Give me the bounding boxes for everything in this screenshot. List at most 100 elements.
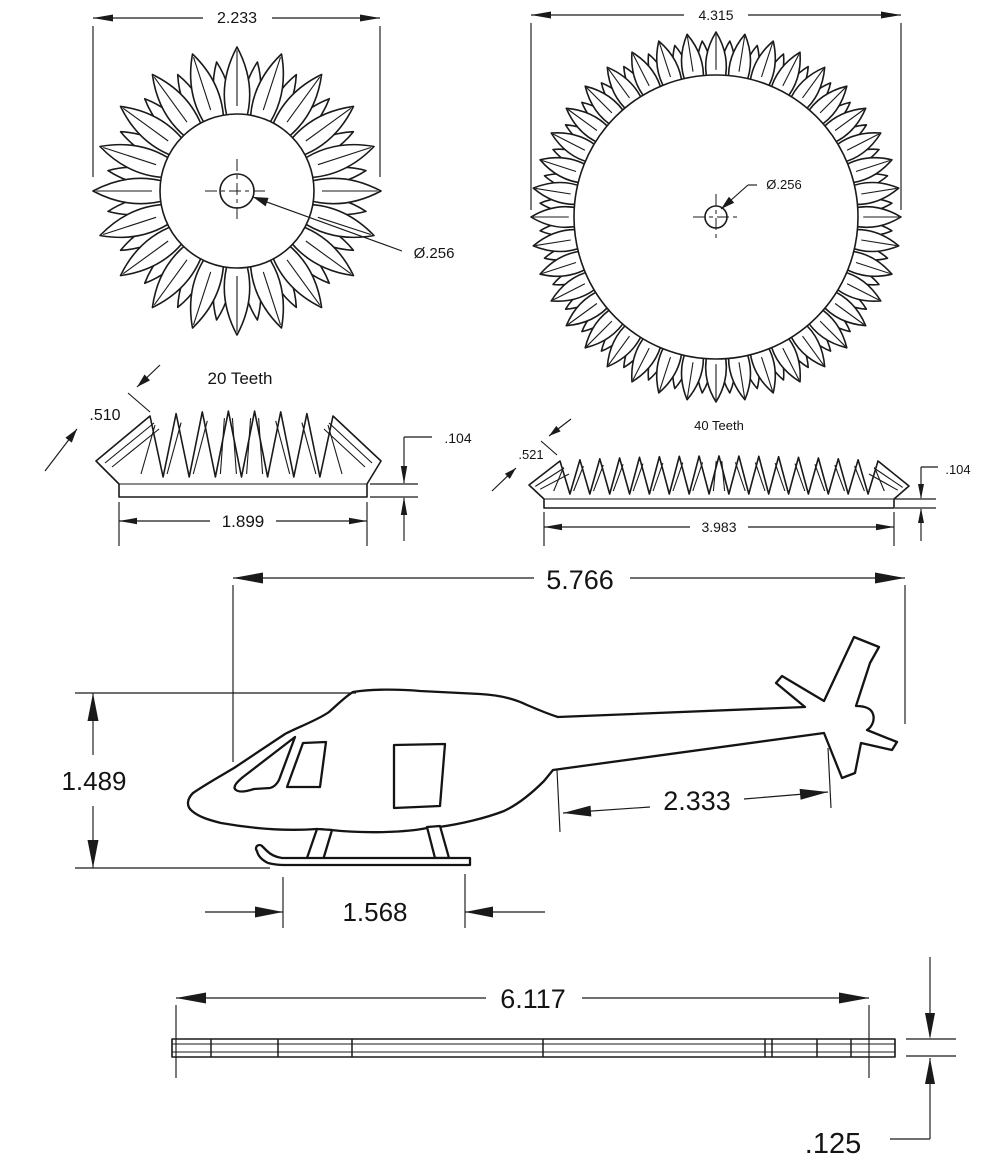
gear-tooth-crest-line — [861, 239, 897, 247]
arrowhead-icon — [721, 196, 735, 209]
gear-tooth-facet-line — [652, 462, 664, 492]
arrowhead-icon — [65, 429, 77, 443]
gear-tooth-crest-line — [586, 87, 613, 114]
gear-large-side-view — [528, 455, 910, 509]
gear-tooth-facet-line — [774, 462, 786, 492]
arrowhead-icon — [549, 425, 561, 436]
gear-side-outline — [528, 455, 910, 509]
gear-tooth-crest-line — [834, 303, 865, 325]
arrowhead-icon — [925, 1058, 935, 1084]
gear-tooth-facet-line — [275, 420, 291, 475]
helicopter-side-view — [186, 635, 899, 867]
gear-tooth-crest-line — [760, 356, 774, 392]
gear-tooth-crest-line — [802, 335, 824, 366]
gear-tooth-crest-line — [855, 261, 891, 275]
gear-small-od-text: 2.233 — [217, 10, 257, 27]
gear-large-od-dimension — [530, 11, 902, 210]
gear-small-od-dimension — [92, 14, 381, 177]
gear-side-end-face-line — [539, 473, 570, 490]
gear-tooth-crest-line — [286, 76, 321, 123]
gear-small-teeth-label: 20 Teeth — [208, 369, 273, 388]
arrowhead-icon — [119, 517, 137, 525]
arrowhead-icon — [875, 572, 905, 584]
gear-tooth-facet-line — [721, 460, 726, 492]
gear-tooth-crest-line — [535, 187, 571, 195]
gear-tooth-crest-line — [317, 216, 371, 236]
gear-tooth-crest-line — [192, 271, 212, 325]
gear-tooth-crest-line — [541, 159, 577, 173]
arrowhead-icon — [563, 805, 592, 817]
arrowhead-icon — [87, 693, 99, 721]
gear-side-end-face-line — [111, 428, 160, 468]
gear-large-top-view — [530, 31, 902, 403]
gear-tooth-crest-line — [632, 53, 650, 87]
gear-tooth-crest-line — [802, 68, 824, 99]
gear-side-end-face-line — [535, 467, 565, 487]
arrowhead-icon — [233, 572, 263, 584]
arrowhead-icon — [799, 788, 828, 800]
gear-tooth-facet-line — [854, 465, 865, 492]
gear-small-face-width-dimension — [44, 364, 161, 472]
gear-tooth-facet-line — [140, 424, 156, 475]
arrowhead-icon — [544, 523, 562, 531]
gear-tooth-crest-line — [153, 259, 188, 306]
gear-tooth-crest-line — [122, 240, 169, 275]
plate-outline — [171, 1038, 896, 1058]
gear-tooth-facet-line — [754, 462, 766, 492]
gear-tooth-facet-line — [692, 462, 704, 492]
gear-tooth-crest-line — [738, 362, 746, 398]
dimension-line — [252, 196, 403, 252]
helicopter-windshield — [233, 735, 297, 793]
gear-tooth-facet-line — [592, 464, 604, 492]
arrowhead-icon — [881, 11, 901, 19]
gear-tooth-facet-line — [166, 422, 182, 475]
helicopter-height-dimension — [75, 692, 356, 869]
arrowhead-icon — [255, 906, 283, 918]
arrowhead-icon — [176, 992, 206, 1004]
helicopter-boom-text: 2.333 — [663, 786, 731, 816]
plate-side-view — [171, 1038, 896, 1058]
plate-length-dimension — [175, 992, 870, 1078]
arrowhead-icon — [87, 840, 99, 868]
gear-tooth-crest-line — [153, 76, 188, 123]
gear-tooth-facet-line — [873, 467, 885, 492]
plate-length-text: 6.117 — [500, 984, 566, 1014]
arrowhead-icon — [918, 484, 924, 499]
arrowhead-icon — [137, 374, 150, 387]
gear-tooth-crest-line — [855, 159, 891, 173]
gear-tooth-crest-line — [819, 87, 846, 114]
plate-thickness-text: .125 — [805, 1128, 861, 1160]
gear-tooth-facet-line — [192, 420, 208, 475]
helicopter-door-window — [285, 740, 328, 789]
arrowhead-icon — [876, 523, 894, 531]
gear-side-end-face-line — [328, 422, 373, 464]
gear-small-face-width-text: .510 — [89, 407, 120, 424]
gear-small-thickness-text: .104 — [444, 430, 471, 446]
gear-tooth-facet-line — [632, 463, 644, 492]
gear-tooth-crest-line — [586, 320, 613, 347]
gear-tooth-crest-line — [103, 146, 157, 166]
helicopter-skid-dimension — [205, 874, 545, 928]
arrowhead-icon — [918, 508, 924, 523]
helicopter-skid-text: 1.568 — [342, 897, 407, 927]
gear-tooth-crest-line — [760, 42, 774, 78]
arrowhead-icon — [504, 468, 516, 479]
gear-large-od-text: 4.315 — [698, 7, 733, 23]
gear-tooth-crest-line — [658, 42, 672, 78]
gear-tooth-facet-line — [814, 464, 826, 492]
arrowhead-icon — [465, 906, 493, 918]
helicopter-boom-dimension — [556, 747, 832, 833]
gear-tooth-crest-line — [552, 133, 586, 151]
dimension-line — [540, 440, 558, 456]
plate-thickness-dimension — [890, 957, 956, 1140]
arrowhead-icon — [349, 517, 367, 525]
gear-tooth-crest-line — [738, 36, 746, 72]
helicopter-landing-skid — [254, 843, 472, 867]
arrowhead-icon — [925, 1013, 935, 1039]
gear-tooth-facet-line — [612, 464, 624, 492]
gear-small-hub-width-text: 1.899 — [222, 512, 265, 531]
gear-tooth-crest-line — [567, 109, 598, 131]
gear-tooth-crest-line — [262, 271, 282, 325]
gear-tooth-crest-line — [541, 261, 577, 275]
